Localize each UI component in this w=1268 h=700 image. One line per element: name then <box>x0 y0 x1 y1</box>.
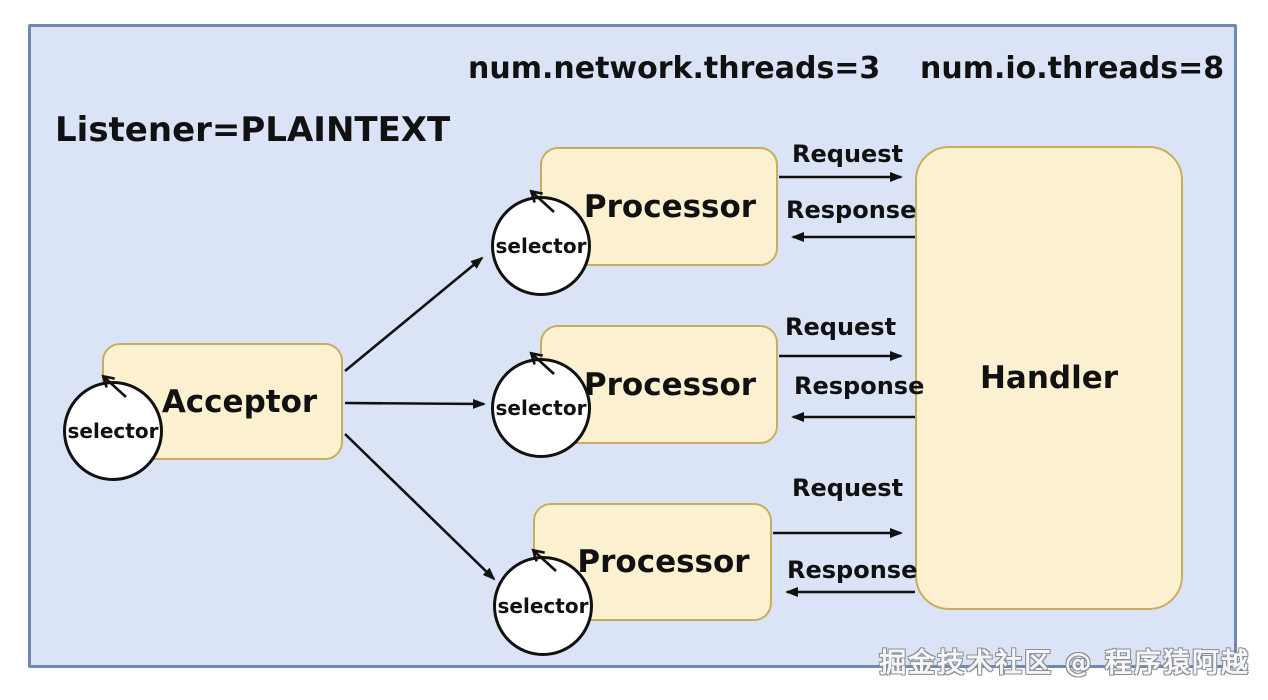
request-label-3: Request <box>792 474 904 502</box>
io-threads-label: num.io.threads=8 <box>920 51 1225 86</box>
processor3-selector-circle: selector <box>493 556 593 656</box>
acceptor-selector-circle: selector <box>63 381 163 481</box>
processor2-selector-circle: selector <box>491 358 591 458</box>
network-threads-label: num.network.threads=3 <box>468 51 881 86</box>
processor1-selector-circle: selector <box>491 196 591 296</box>
handler-node: Handler <box>915 146 1183 610</box>
watermark-text: 掘金技术社区 @ 程序猿阿越 <box>879 648 1250 679</box>
request-label-1: Request <box>792 140 904 168</box>
response-label-1: Response <box>786 196 917 224</box>
response-label-3: Response <box>787 556 918 584</box>
request-label-2: Request <box>785 313 897 341</box>
response-label-2: Response <box>794 372 925 400</box>
listener-label: Listener=PLAINTEXT <box>55 110 451 150</box>
